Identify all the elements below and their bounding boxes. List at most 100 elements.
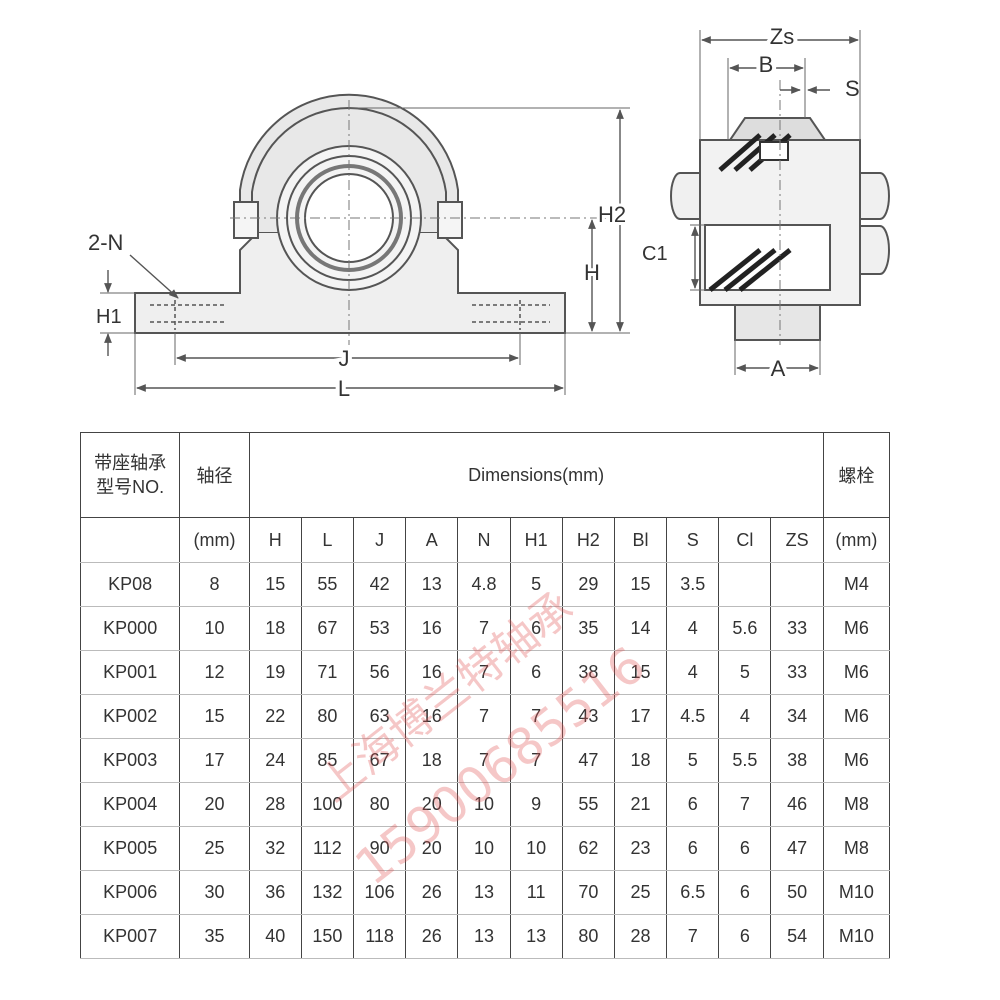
- dim-cell-h2: 62: [561, 826, 615, 871]
- dim-cell-n: 7: [457, 694, 511, 739]
- dim-cell-a: 26: [405, 914, 459, 959]
- dim-cell-a: 16: [405, 650, 459, 695]
- column-header-j: J: [352, 517, 407, 563]
- dim-cell-j: 80: [352, 782, 407, 827]
- shaft-cell: 10: [179, 606, 250, 651]
- dim-cell-h: 19: [248, 650, 302, 695]
- dim-cell-cl: 5.6: [718, 606, 772, 651]
- dim-cell-s: 7: [666, 914, 720, 959]
- dim-cell-h1: 7: [509, 694, 563, 739]
- dim-cell-j: 106: [352, 870, 407, 915]
- dim-cell-l: 132: [300, 870, 354, 915]
- dim-cell-a: 16: [405, 694, 459, 739]
- label-l: L: [338, 376, 350, 401]
- dim-cell-n: 13: [457, 870, 511, 915]
- label-j: J: [339, 346, 350, 371]
- dim-cell-cl: 6: [718, 914, 772, 959]
- shaft-cell: 20: [179, 782, 250, 827]
- label-h: H: [584, 260, 600, 285]
- dim-cell-s: 6: [666, 826, 720, 871]
- dim-cell-bl: 21: [613, 782, 668, 827]
- dim-cell-a: 20: [405, 782, 459, 827]
- dim-cell-h2: 47: [561, 738, 615, 783]
- dim-cell-j: 56: [352, 650, 407, 695]
- dim-cell-j: 90: [352, 826, 407, 871]
- bolt-cell: M8: [822, 782, 891, 827]
- dim-cell-cl: 6: [718, 826, 772, 871]
- model-cell: KP007: [79, 914, 181, 959]
- dim-cell-a: 13: [405, 562, 459, 607]
- model-cell: KP006: [79, 870, 181, 915]
- dim-cell-zs: 33: [770, 606, 824, 651]
- bolt-cell: M6: [822, 606, 891, 651]
- shaft-cell: 35: [179, 914, 250, 959]
- dimensions-header: Dimensions(mm): [248, 432, 824, 518]
- column-header-h1: H1: [509, 517, 563, 563]
- shaft-header: 轴径: [179, 432, 250, 518]
- dim-cell-h2: 80: [561, 914, 615, 959]
- model-header-line2: 型号NO.: [96, 477, 165, 497]
- model-cell: KP003: [79, 738, 181, 783]
- dim-cell-h2: 43: [561, 694, 615, 739]
- shaft-cell: 15: [179, 694, 250, 739]
- dim-cell-s: 4.5: [666, 694, 720, 739]
- label-a: A: [771, 356, 786, 381]
- dim-cell-zs: 54: [770, 914, 824, 959]
- dim-cell-zs: 33: [770, 650, 824, 695]
- model-header: 带座轴承 型号NO.: [79, 432, 181, 518]
- dim-cell-l: 112: [300, 826, 354, 871]
- label-h2: H2: [598, 202, 626, 227]
- bolt-unit: (mm): [822, 517, 891, 563]
- dim-cell-n: 7: [457, 650, 511, 695]
- column-header-l: L: [300, 517, 354, 563]
- dim-cell-zs: 38: [770, 738, 824, 783]
- dim-cell-h1: 10: [509, 826, 563, 871]
- label-c1: C1: [642, 243, 668, 265]
- dim-cell-n: 7: [457, 606, 511, 651]
- dim-cell-h1: 6: [509, 650, 563, 695]
- dim-cell-j: 53: [352, 606, 407, 651]
- dim-cell-cl: 4: [718, 694, 772, 739]
- label-s: S: [845, 76, 860, 101]
- dim-cell-zs: 50: [770, 870, 824, 915]
- dim-cell-bl: 15: [613, 650, 668, 695]
- shaft-cell: 12: [179, 650, 250, 695]
- model-cell: KP004: [79, 782, 181, 827]
- table-header-row: 带座轴承 型号NO. 轴径 Dimensions(mm) 螺栓: [79, 432, 891, 518]
- shaft-cell: 30: [179, 870, 250, 915]
- dim-cell-h: 15: [248, 562, 302, 607]
- dim-cell-l: 85: [300, 738, 354, 783]
- dim-cell-s: 4: [666, 606, 720, 651]
- dim-cell-a: 26: [405, 870, 459, 915]
- column-header-n: N: [457, 517, 511, 563]
- dim-cell-bl: 14: [613, 606, 668, 651]
- label-b: B: [759, 52, 774, 77]
- dim-cell-cl: [718, 562, 772, 607]
- dim-cell-zs: 47: [770, 826, 824, 871]
- column-header-cl: Cl: [718, 517, 772, 563]
- dim-cell-h: 24: [248, 738, 302, 783]
- model-cell: KP001: [79, 650, 181, 695]
- dim-cell-j: 118: [352, 914, 407, 959]
- dim-cell-l: 100: [300, 782, 354, 827]
- dim-cell-h2: 55: [561, 782, 615, 827]
- dim-cell-n: 10: [457, 826, 511, 871]
- dim-cell-a: 16: [405, 606, 459, 651]
- front-view: [100, 93, 630, 395]
- dim-cell-bl: 25: [613, 870, 668, 915]
- column-header-s: S: [666, 517, 720, 563]
- dim-cell-h1: 5: [509, 562, 563, 607]
- bolt-cell: M4: [822, 562, 891, 607]
- dim-cell-l: 71: [300, 650, 354, 695]
- bearing-technical-drawing: H2 H 2-N H1 J L: [88, 20, 890, 405]
- dim-cell-n: 4.8: [457, 562, 511, 607]
